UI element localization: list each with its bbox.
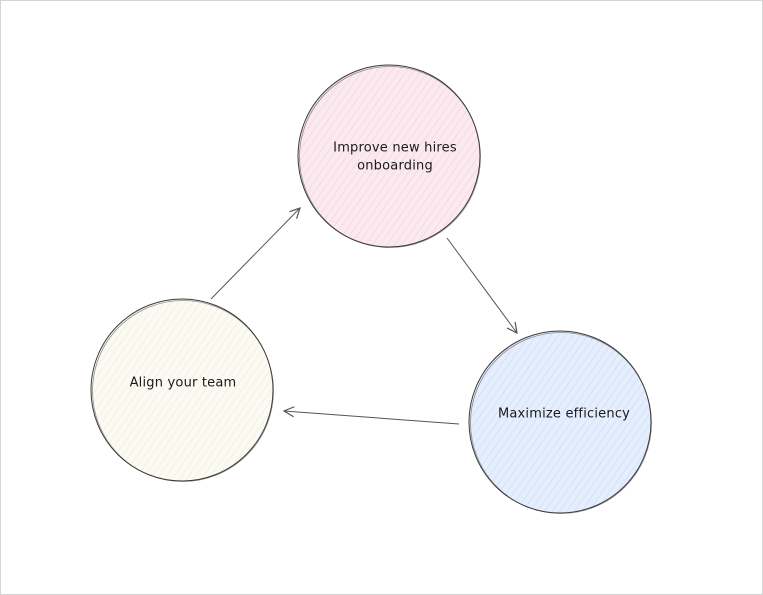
node-outline	[299, 66, 481, 248]
node-hatch	[470, 332, 650, 512]
node-hatch	[92, 300, 272, 480]
node-label-line-1: Maximize efficiency	[498, 407, 630, 422]
arrow-align-to-improve[interactable]	[210, 208, 300, 300]
node-label-line-1: Improve new hires	[333, 141, 457, 156]
arrow-improve-to-efficiency[interactable]	[446, 237, 517, 333]
edges	[210, 208, 517, 425]
node-maximize-efficiency[interactable]: Maximize efficiency	[468, 330, 652, 514]
node-label-line-2: onboarding	[357, 159, 433, 174]
arrow-efficiency-to-align[interactable]	[284, 411, 460, 425]
node-label-line-1: Align your team	[130, 376, 237, 391]
node-outline	[92, 300, 274, 482]
node-hatch	[299, 66, 479, 246]
node-align-your-team[interactable]: Align your team	[90, 298, 274, 482]
node-improve-onboarding[interactable]: Improve new hires onboarding	[297, 64, 481, 248]
node-outline	[470, 332, 652, 514]
